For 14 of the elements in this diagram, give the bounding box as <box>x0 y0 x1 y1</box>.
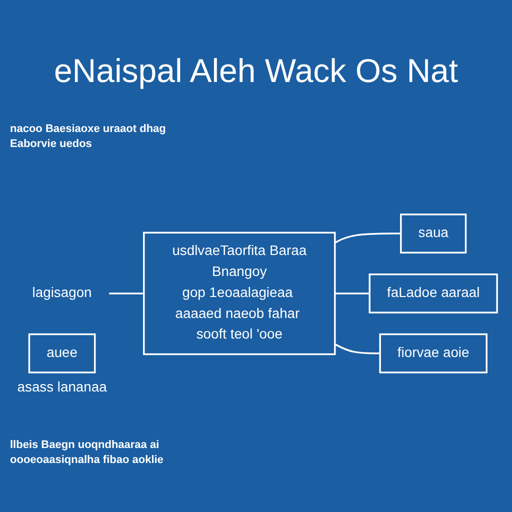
node-box: saua <box>400 214 467 254</box>
note-text: nacoo Baesiaoxe uraaot dhag Eaborvie uedos <box>10 122 167 152</box>
node-text: lagisagon <box>32 286 92 300</box>
node-caption: asass lananaa <box>17 378 107 395</box>
note-text: llbeis Baegn uoqndhaaraa ai oooeoaasiqnalha fibao aoklie <box>10 438 164 468</box>
node-box: usdlvaeTaorfita Baraa Bnangoy gop 1eoaalagieaa aaaaed naeob fahar sooft teol 'ooe <box>143 232 336 356</box>
node-box: auee <box>28 333 96 374</box>
connector <box>334 232 401 244</box>
node-box: faLadoe aaraal <box>368 273 498 314</box>
diagram-title: eNaispal Aleh Wack Os Nat <box>52 52 460 90</box>
connector <box>334 292 370 294</box>
connector <box>109 292 144 294</box>
connector <box>334 343 380 354</box>
node-box: fiorvae aoie <box>379 333 488 374</box>
